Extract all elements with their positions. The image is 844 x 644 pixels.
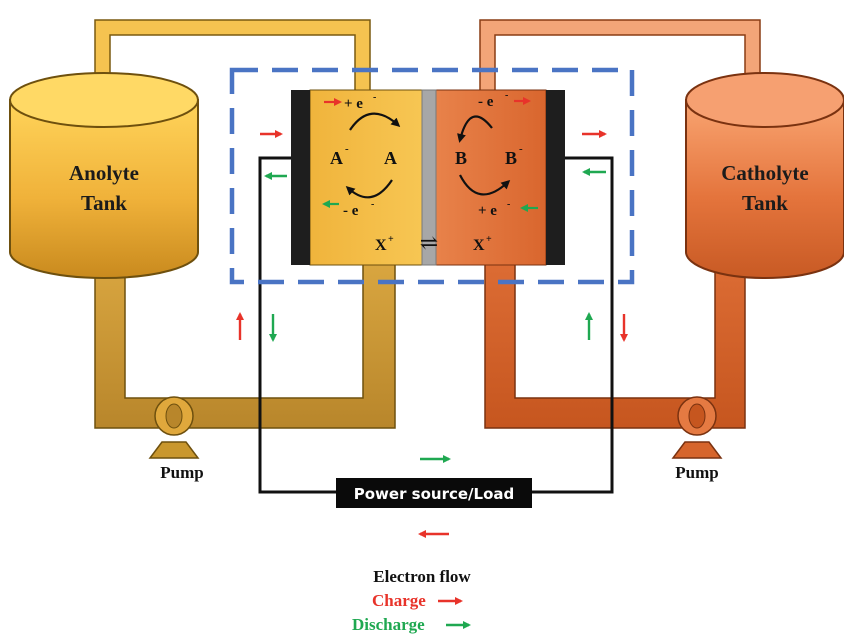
cathode-top-electron: - e [478, 94, 494, 110]
cell-stack-boundary [229, 67, 635, 285]
svg-text:-: - [507, 199, 510, 210]
svg-text:+: + [486, 234, 492, 245]
legend-discharge-label: Discharge [352, 615, 425, 634]
species-a-minus: A [330, 148, 343, 168]
cathode-electrode [546, 90, 565, 265]
flow-cell: + e - - e - - e - + e - A - A B B - X + … [291, 89, 565, 266]
legend-title: Electron flow [373, 567, 471, 586]
anode-bottom-electron: - e [343, 203, 359, 219]
ion-right: X [473, 237, 485, 254]
pump-left-label: Pump [160, 463, 203, 482]
electron-circuit-wire [258, 156, 614, 494]
catholyte-tank: Catholyte Tank [685, 72, 844, 279]
species-a: A [384, 148, 397, 168]
legend-charge-label: Charge [372, 591, 426, 610]
pump-right [671, 396, 723, 459]
cathode-bottom-electron: + e [478, 203, 497, 219]
anode-top-electron: + e [344, 96, 363, 112]
species-b-minus: B [505, 148, 517, 168]
membrane [421, 89, 437, 266]
legend: Electron flow Charge Discharge [352, 567, 471, 634]
svg-text:-: - [345, 143, 349, 155]
catholyte-tank-label-1: Catholyte [721, 161, 809, 185]
species-b: B [455, 148, 467, 168]
power-source-load-label: Power source/Load [354, 485, 515, 503]
svg-text:+: + [388, 234, 394, 245]
anolyte-bottom-pipe [94, 261, 396, 429]
equilibrium-arrows: ⇌ [420, 231, 438, 256]
svg-text:-: - [371, 199, 374, 210]
anolyte-tank-label-1: Anolyte [69, 161, 139, 185]
svg-text:-: - [373, 92, 376, 103]
power-source-load-box [336, 478, 532, 508]
anolyte-tank: Anolyte Tank [9, 72, 199, 279]
anode-electrode [291, 90, 310, 265]
anolyte-tank-label-2: Tank [81, 191, 127, 215]
svg-text:-: - [505, 90, 508, 101]
ion-left: X [375, 237, 387, 254]
svg-text:-: - [519, 143, 523, 155]
pump-right-label: Pump [675, 463, 718, 482]
catholyte-tank-label-2: Tank [742, 191, 788, 215]
pump-left [148, 396, 200, 459]
